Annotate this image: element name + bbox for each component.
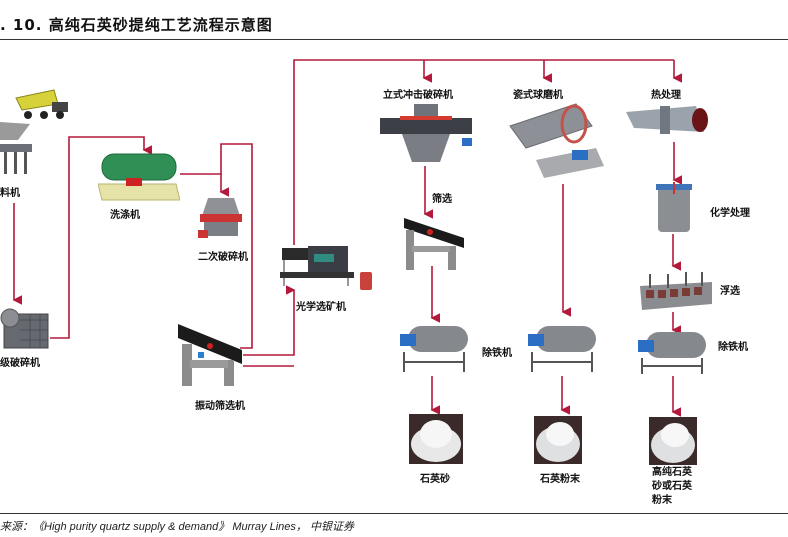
label-ball-mill: 瓷式球磨机 — [513, 90, 563, 101]
ball-mill-icon — [509, 103, 604, 178]
label-vibrating-screen: 振动筛选机 — [195, 401, 245, 412]
label-product-sand: 石英砂 — [420, 474, 450, 485]
rotary-kiln-icon — [626, 106, 708, 134]
flow-screen-to-optical-a — [243, 285, 296, 356]
jaw-crusher-icon — [0, 308, 49, 349]
title-divider — [0, 39, 788, 40]
optical-sorter-icon — [280, 246, 372, 290]
label-secondary-crusher: 二次破碎机 — [198, 252, 248, 263]
flow-primary-to-washer — [50, 136, 152, 339]
vsi-crusher-icon — [380, 104, 472, 162]
magnetic-separator-icon-1 — [400, 326, 468, 372]
vibrating-screen-icon — [178, 324, 242, 386]
flotation-cell-icon — [640, 272, 712, 310]
label-washer: 洗涤机 — [110, 210, 140, 221]
figure-title: . 10. 高纯石英砂提纯工艺流程示意图 — [0, 16, 273, 34]
label-heat-treatment: 热处理 — [651, 90, 681, 101]
screen-icon — [404, 218, 464, 270]
quartz-powder-icon-2 — [649, 417, 697, 465]
label-screening: 筛选 — [432, 194, 452, 205]
label-primary-crusher: 级破碎机 — [0, 358, 40, 369]
label-iron-remover-1: 除铁机 — [482, 348, 512, 359]
cone-crusher-icon — [198, 198, 242, 238]
source-divider — [0, 513, 788, 514]
label-vsi-crusher: 立式冲击破碎机 — [383, 90, 453, 101]
magnetic-separator-icon-3 — [638, 332, 706, 374]
magnetic-separator-icon-2 — [528, 326, 596, 372]
label-product-powder: 石英粉末 — [540, 474, 580, 485]
label-product-high-purity: 高纯石英砂或石英粉末 — [652, 467, 692, 506]
feeder-icon — [0, 122, 32, 174]
flow-optical-to-top — [293, 59, 674, 245]
flow-washer-to-secondary — [180, 143, 253, 349]
figure-source: 来源：《High purity quartz supply & demand》 … — [0, 521, 354, 533]
label-iron-remover-3: 除铁机 — [718, 342, 748, 353]
chemical-tank-icon — [656, 182, 692, 232]
quartz-powder-icon-1 — [534, 416, 582, 464]
washing-drum-icon — [98, 153, 180, 201]
quartz-sand-icon — [409, 414, 463, 464]
label-chemical-treatment: 化学处理 — [710, 208, 750, 219]
dump-truck-icon — [15, 89, 68, 119]
label-feeder: 料机 — [0, 188, 20, 199]
label-optical-sorter: 光学选矿机 — [296, 302, 346, 313]
label-flotation: 浮选 — [720, 286, 740, 297]
